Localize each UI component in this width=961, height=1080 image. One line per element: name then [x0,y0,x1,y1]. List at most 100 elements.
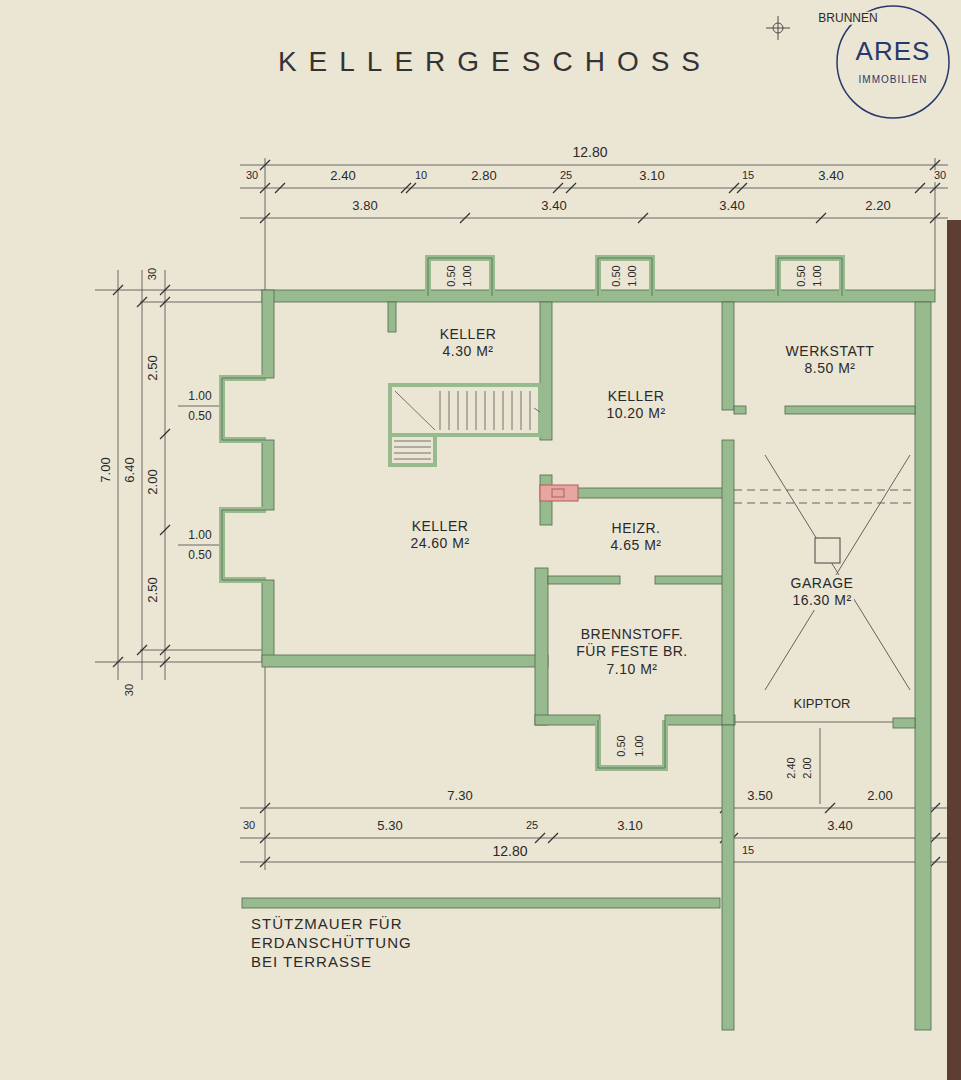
window-niche [778,258,842,296]
window-dimension: 0.50 [446,264,458,287]
logo-text: ARES [855,38,932,65]
room-area: 16.30 M² [790,592,853,610]
stair-tread [458,391,459,430]
wall [575,488,725,498]
stair-tread [440,391,441,430]
dimension-tick [930,857,940,867]
window-niche [222,378,266,440]
dimension-tick [566,183,576,193]
plan-title: KELLERGESCHOSS [278,46,712,78]
dimension-line [734,722,893,723]
dimension-tick [406,183,416,193]
photo-edge [947,220,961,1080]
window-niches [222,258,842,768]
room: GARAGE16.30 M² [789,575,856,610]
room-name: KELLER [438,326,499,344]
dimension: 3.40 [540,199,567,213]
dimension: 5.30 [376,819,403,833]
dimension-tick [729,183,739,193]
stair-tread [494,391,495,430]
dimension-line [820,728,821,804]
stair-tread [485,391,486,430]
dimension-tick [401,183,411,193]
dimension-line [178,406,222,407]
wall [262,580,274,662]
dimension-tick [553,183,563,193]
window-dimension: 1.00 [627,264,639,287]
dimension: 2.00 [146,468,160,495]
note: STÜTZMAUER FÜR ERDANSCHÜTTUNG BEI TERRAS… [250,915,422,971]
well-note: BRUNNEN [817,12,878,25]
window-dimension: 0.50 [796,264,808,287]
window-niche-outline [598,720,665,768]
wall [535,568,548,725]
dimension-tick [260,803,270,813]
dimension: 10 [414,170,428,182]
dimension: 3.40 [718,199,745,213]
dimension-line [240,218,948,219]
window-dimension: 1.00 [634,734,646,757]
room-area: 7.10 M² [605,661,660,679]
floor-drain [815,538,840,563]
stair-outline [390,435,435,465]
dimension: 2.20 [864,199,891,213]
window-niche-outlines [222,258,842,768]
window-niche [598,258,652,296]
dimension-tick [460,213,470,223]
dimension: 12.80 [571,145,608,160]
dimension-tick [260,160,270,170]
room: KELLER10.20 M² [604,388,667,423]
wall [734,406,746,414]
dimension-line [265,158,266,290]
dimension-line [95,662,262,663]
dimension-tick [638,213,648,223]
dimension-tick [160,525,170,535]
dimension-line [165,270,166,680]
dimension-tick [113,285,123,295]
dimension-line [140,650,262,651]
stair-tread [394,453,431,454]
dimension-tick [930,160,940,170]
stair-tread [503,391,504,430]
room-area: 4.65 M² [609,537,664,555]
room: HEIZR.4.65 M² [609,520,664,555]
dimension: 2.80 [470,169,497,183]
room-name: KELLER [410,518,471,536]
window-dimension: 0.50 [616,734,628,757]
stair-tread [476,391,477,430]
door-dimension: 2.40 [786,756,798,779]
window-niche-outline [222,378,266,440]
dimension: 30 [245,170,259,182]
window-dimension: 0.50 [611,264,623,287]
window-dimension: 0.50 [187,549,212,562]
dimension: 2.00 [866,789,893,803]
garage-beam [734,503,915,504]
stair-tread [394,447,431,448]
window-niche [598,720,665,768]
dimension-line [240,808,948,809]
dimension: 3.80 [351,199,378,213]
chimney-flue [552,489,564,497]
wall [262,290,274,378]
dimension: 12.80 [491,844,528,859]
staircase [390,385,540,465]
dimension-tick [535,833,545,843]
door-dimension: 2.00 [802,756,814,779]
room-area: 24.60 M² [408,535,471,553]
window-dimension: 0.50 [187,410,212,423]
wall [722,302,734,410]
dimension-ticks [113,160,940,867]
wall [262,655,548,667]
dimension: 3.10 [616,819,643,833]
walls [242,290,935,1030]
dimension-tick [275,183,285,193]
room-name: HEIZR. [610,520,663,538]
dimension: 2.50 [146,354,160,381]
stair-tread [467,391,468,430]
dimension-tick [113,657,123,667]
dimension-tick [137,297,147,307]
dimension: 7.00 [99,456,113,483]
dimension-tick [160,297,170,307]
room-area: 8.50 M² [803,360,858,378]
window-dimension: 1.00 [812,264,824,287]
